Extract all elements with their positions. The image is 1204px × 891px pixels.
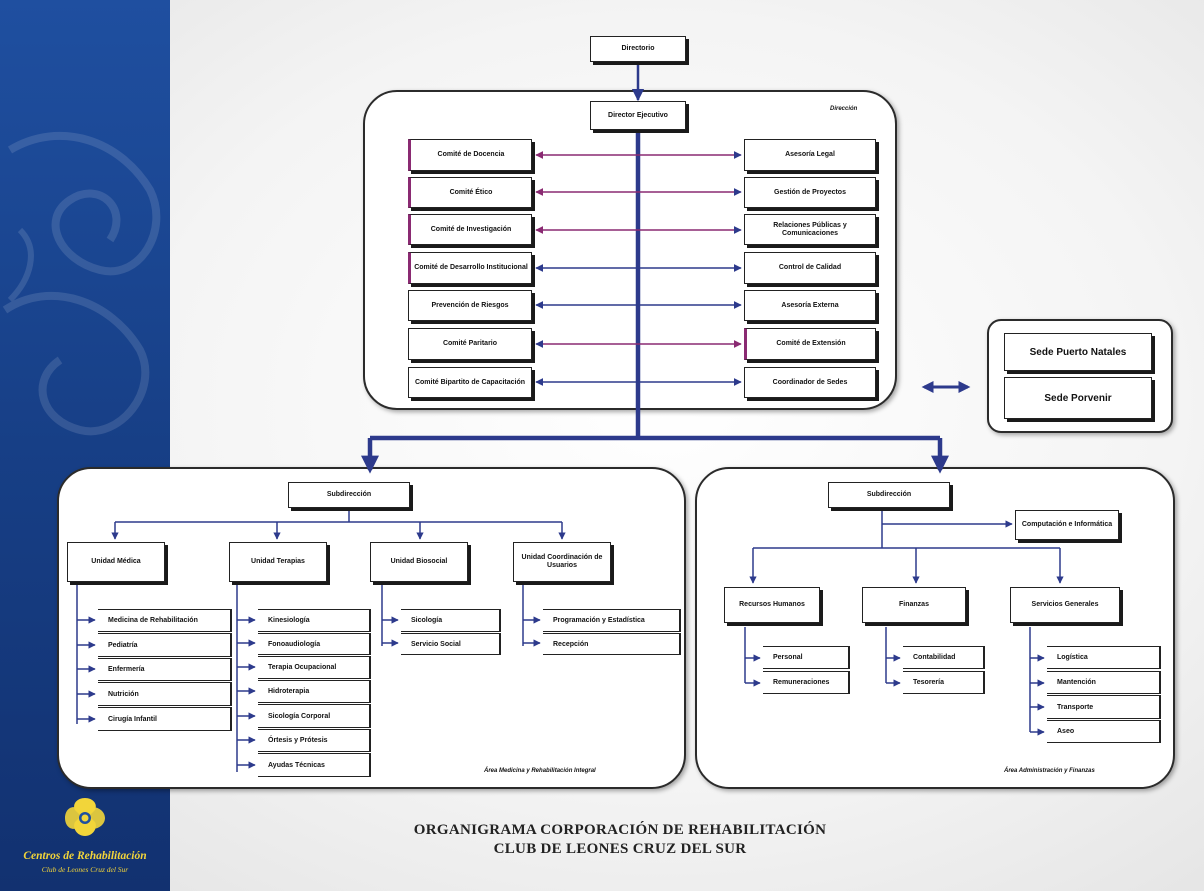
lion-watermark-icon xyxy=(2,132,161,436)
advisory-box: Coordinador de Sedes xyxy=(744,367,876,398)
maltese-cross-logo-icon xyxy=(65,798,105,836)
sede-box: Sede Porvenir xyxy=(1004,377,1152,419)
advisory-box: Relaciones Públicas y Comunicaciones xyxy=(744,214,876,245)
service-item: Hidroterapia xyxy=(258,680,371,703)
chart-title-line2: CLUB DE LEONES CRUZ DEL SUR xyxy=(493,841,747,857)
committee-box: Comité de Docencia xyxy=(408,139,532,171)
service-item: Contabilidad xyxy=(903,646,985,669)
service-item: Enfermería xyxy=(98,658,232,681)
unit-box: Unidad Terapias xyxy=(229,542,327,582)
service-item: Sicología xyxy=(401,609,501,632)
service-item: Aseo xyxy=(1047,720,1161,743)
advisory-box: Asesoría Legal xyxy=(744,139,876,171)
unit-box: Recursos Humanos xyxy=(724,587,820,623)
service-item: Remuneraciones xyxy=(763,671,850,694)
logo-subtext: Club de Leones Cruz del Sur xyxy=(41,865,129,874)
advisory-box: Gestión de Proyectos xyxy=(744,177,876,208)
service-item: Pediatría xyxy=(98,633,232,657)
directorio-box: Directorio xyxy=(590,36,686,62)
service-item: Logística xyxy=(1047,646,1161,669)
committee-box: Comité Paritario xyxy=(408,328,532,360)
computacion-box: Computación e Informática xyxy=(1015,510,1119,540)
admin-area-caption: Área Administración y Finanzas xyxy=(1004,768,1095,774)
service-item: Kinesiología xyxy=(258,609,371,632)
committee-box: Comité Bipartito de Capacitación xyxy=(408,367,532,398)
sede-box: Sede Puerto Natales xyxy=(1004,333,1152,371)
committee-box: Comité Ético xyxy=(408,177,532,208)
service-item: Transporte xyxy=(1047,695,1161,719)
service-item: Programación y Estadística xyxy=(543,609,681,632)
advisory-box: Control de Calidad xyxy=(744,252,876,284)
logo-text: Centros de Rehabilitación xyxy=(23,850,147,862)
unit-box: Unidad Biosocial xyxy=(370,542,468,582)
advisory-box: Asesoría Externa xyxy=(744,290,876,321)
service-item: Cirugía Infantil xyxy=(98,707,232,731)
service-item: Personal xyxy=(763,646,850,669)
unit-box: Unidad Médica xyxy=(67,542,165,582)
service-item: Tesorería xyxy=(903,671,985,694)
logo: Centros de Rehabilitación Club de Leones… xyxy=(8,792,162,884)
committee-box: Comité de Desarrollo Institucional xyxy=(408,252,532,284)
service-item: Órtesis y Prótesis xyxy=(258,729,371,752)
service-item: Fonoaudiología xyxy=(258,633,371,655)
service-item: Sicología Corporal xyxy=(258,704,371,728)
service-item: Servicio Social xyxy=(401,633,501,655)
subdireccion-admin-box: Subdirección xyxy=(828,482,950,508)
advisory-box: Comité de Extensión xyxy=(744,328,876,360)
service-item: Nutrición xyxy=(98,682,232,706)
committee-box: Comité de Investigación xyxy=(408,214,532,245)
unit-box: Unidad Coordinación de Usuarios xyxy=(513,542,611,582)
subdireccion-medica-box: Subdirección xyxy=(288,482,410,508)
unit-box: Servicios Generales xyxy=(1010,587,1120,623)
service-item: Ayudas Técnicas xyxy=(258,753,371,777)
service-item: Mantención xyxy=(1047,671,1161,694)
direccion-caption: Dirección xyxy=(830,106,858,112)
service-item: Terapia Ocupacional xyxy=(258,656,371,679)
director-ejecutivo-box: Director Ejecutivo xyxy=(590,101,686,130)
service-item: Medicina de Rehabilitación xyxy=(98,609,232,632)
chart-title-line1: ORGANIGRAMA CORPORACIÓN DE REHABILITACIÓ… xyxy=(413,822,827,838)
medical-area-caption: Área Medicina y Rehabilitación Integral xyxy=(484,768,596,774)
unit-box: Finanzas xyxy=(862,587,966,623)
service-item: Recepción xyxy=(543,633,681,655)
committee-box: Prevención de Riesgos xyxy=(408,290,532,321)
